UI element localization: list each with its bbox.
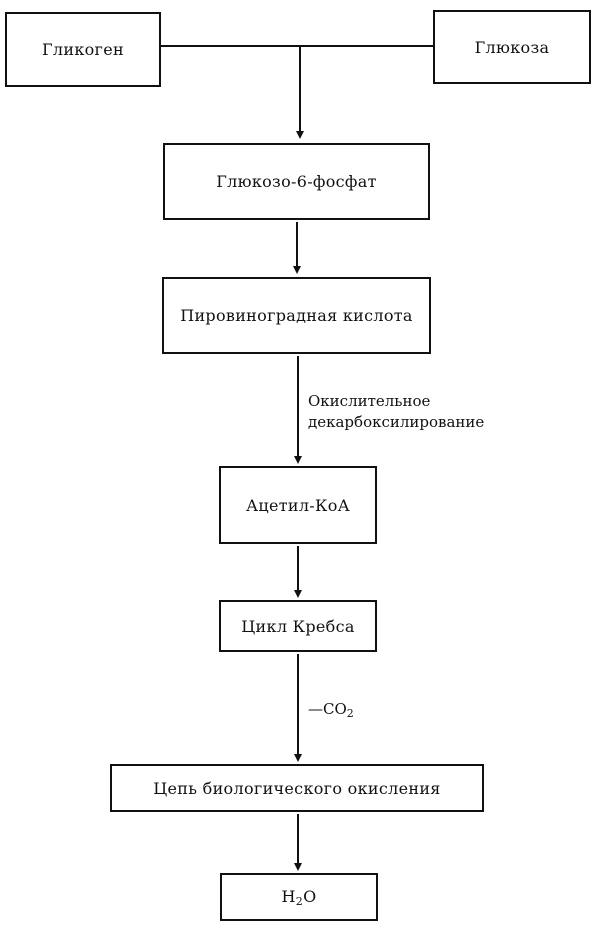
- glycogen-label: Гликоген: [42, 40, 124, 59]
- glucose-box: Глюкоза: [433, 10, 591, 84]
- pyruvic-acid-label: Пировиноградная кислота: [180, 306, 413, 325]
- water-label: H2O: [281, 886, 317, 908]
- arrow-line-to-krebs: [297, 546, 299, 591]
- arrowhead-to-acetyl-coa: [294, 456, 302, 464]
- arrow-line-to-g6p: [299, 47, 301, 131]
- arrow-line-to-pyruvate: [296, 222, 298, 266]
- arrowhead-to-chain: [294, 754, 302, 762]
- oxidative-note-line-2: декарбоксилирование: [308, 413, 485, 431]
- krebs-cycle-box: Цикл Кребса: [219, 600, 377, 652]
- arrowhead-to-water: [294, 863, 302, 871]
- glucose-6-phosphate-box: Глюкозо-6-фосфат: [163, 143, 430, 220]
- respiratory-chain-box: Цепь биологического окисления: [110, 764, 484, 812]
- acetyl-coa-label: Ацетил-КоА: [245, 495, 351, 515]
- arrowhead-to-pyruvate: [293, 266, 301, 274]
- arrow-line-to-chain: [297, 654, 299, 754]
- acetyl-coa-box: Ацетил-КоА: [219, 466, 377, 544]
- pyruvic-acid-box: Пировиноградная кислота: [162, 277, 431, 354]
- glucose-6-phosphate-label: Глюкозо-6-фосфат: [216, 172, 377, 191]
- arrow-line-to-water: [297, 814, 299, 864]
- arrowhead-to-g6p: [296, 131, 304, 139]
- oxidative-decarboxylation-note: Окислительное декарбоксилирование: [308, 391, 484, 433]
- oxidative-note-line-1: Окислительное: [308, 392, 431, 410]
- krebs-cycle-label: Цикл Кребса: [241, 616, 355, 636]
- water-box: H2O: [220, 873, 378, 921]
- arrowhead-to-krebs: [294, 590, 302, 598]
- co2-release-note: —CO2: [308, 700, 354, 720]
- glycogen-box: Гликоген: [5, 12, 161, 87]
- respiratory-chain-label: Цепь биологического окисления: [153, 778, 441, 798]
- glycogen-glucose-connector: [161, 45, 433, 47]
- arrow-line-to-acetyl-coa: [297, 356, 299, 456]
- glucose-label: Глюкоза: [474, 37, 550, 57]
